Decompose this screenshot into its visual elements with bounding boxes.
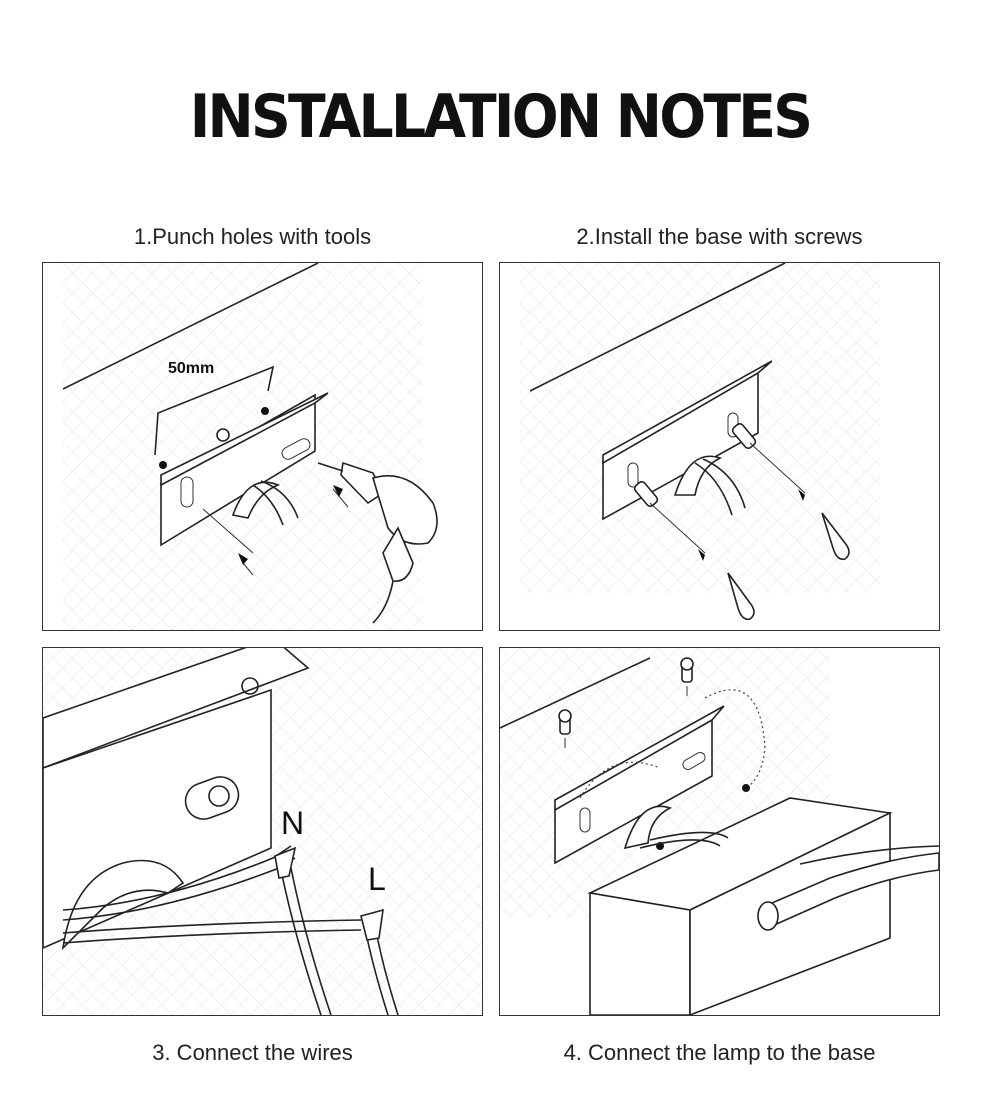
step-3-illustration: N L bbox=[42, 647, 483, 1016]
live-wire-label: L bbox=[368, 861, 386, 897]
page-title: INSTALLATION NOTES bbox=[189, 82, 813, 152]
step-1-illustration: 50mm bbox=[42, 262, 483, 631]
step-2-caption: 2.Install the base with screws bbox=[576, 224, 863, 249]
step-4-illustration bbox=[499, 647, 940, 1016]
neutral-wire-label: N bbox=[281, 805, 304, 841]
step-1-caption: 1.Punch holes with tools bbox=[133, 224, 372, 249]
step-2-illustration bbox=[499, 262, 940, 631]
step-4-caption: 4. Connect the lamp to the base bbox=[563, 1040, 876, 1065]
measurement-label: 50mm bbox=[168, 360, 214, 377]
step-3-caption: 3. Connect the wires bbox=[152, 1040, 353, 1065]
